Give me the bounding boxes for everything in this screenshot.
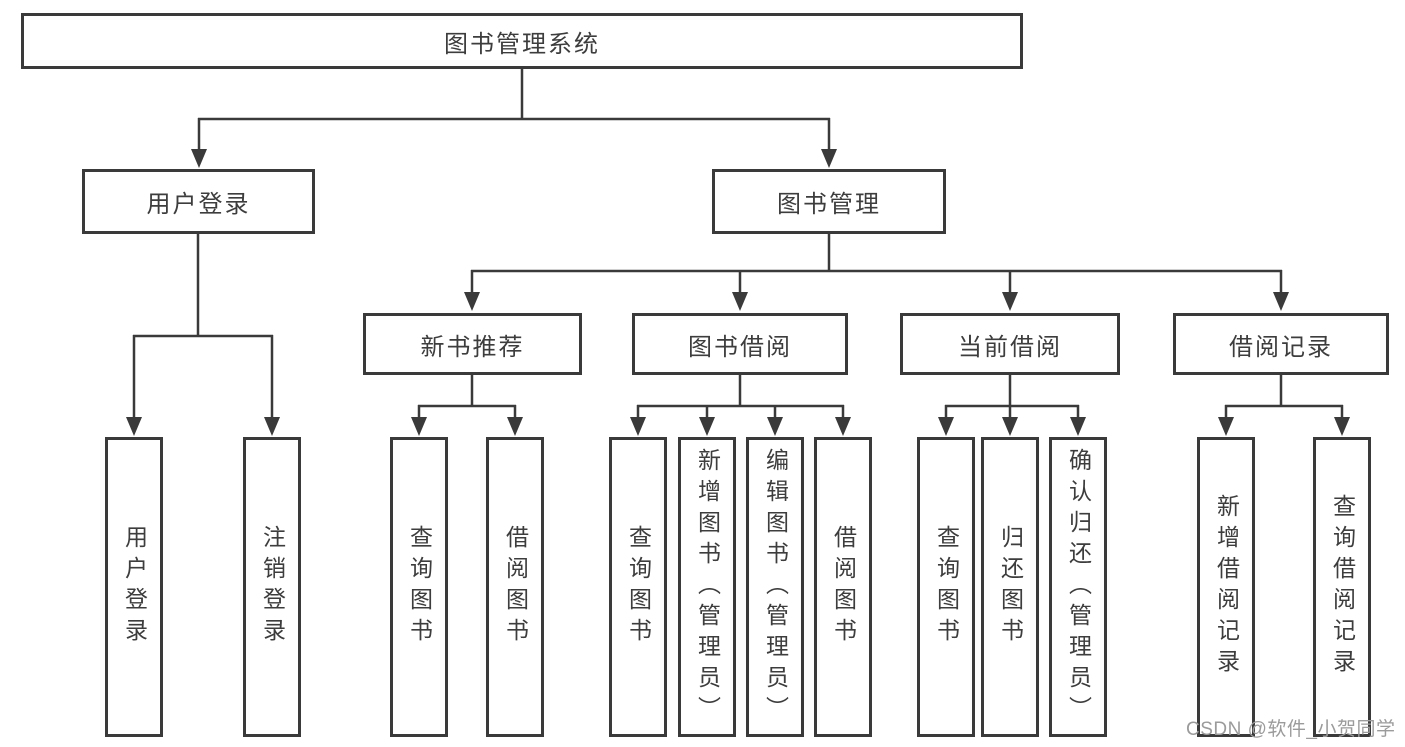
- leaf-add-books-admin: 新增图书（管理员）: [678, 437, 736, 737]
- leaf-user-login-label: 用户登录: [121, 525, 148, 649]
- node-book-management: 图书管理: [712, 169, 946, 234]
- leaf-return-books-label: 归还图书: [997, 525, 1024, 649]
- leaf-query-borrow-record-label: 查询借阅记录: [1329, 494, 1356, 680]
- leaf-edit-books-admin-label: 编辑图书（管理员）: [762, 447, 789, 727]
- leaf-borrow-books: 借阅图书: [814, 437, 872, 737]
- leaf-return-books: 归还图书: [981, 437, 1039, 737]
- leaf-logout-label: 注销登录: [259, 525, 286, 649]
- leaf-add-borrow-record: 新增借阅记录: [1197, 437, 1255, 737]
- leaf-query-books-borrowing: 查询图书: [609, 437, 667, 737]
- leaf-query-borrow-record: 查询借阅记录: [1313, 437, 1371, 737]
- leaf-borrow-books-label: 借阅图书: [830, 525, 857, 649]
- leaf-query-books-borrowing-label: 查询图书: [625, 525, 652, 649]
- node-new-book-recommend: 新书推荐: [363, 313, 582, 375]
- leaf-edit-books-admin: 编辑图书（管理员）: [746, 437, 804, 737]
- node-current-borrowing: 当前借阅: [900, 313, 1120, 375]
- leaf-query-books-current: 查询图书: [917, 437, 975, 737]
- leaf-add-books-admin-label: 新增图书（管理员）: [694, 447, 721, 727]
- node-book-borrowing: 图书借阅: [632, 313, 848, 375]
- leaf-borrow-books-recommend-label: 借阅图书: [502, 525, 529, 649]
- leaf-borrow-books-recommend: 借阅图书: [486, 437, 544, 737]
- leaf-query-books-current-label: 查询图书: [933, 525, 960, 649]
- node-user-login: 用户登录: [82, 169, 315, 234]
- node-library-management-system: 图书管理系统: [21, 13, 1023, 69]
- leaf-query-books-recommend: 查询图书: [390, 437, 448, 737]
- leaf-add-borrow-record-label: 新增借阅记录: [1213, 494, 1240, 680]
- node-borrowing-records: 借阅记录: [1173, 313, 1389, 375]
- leaf-logout: 注销登录: [243, 437, 301, 737]
- csdn-watermark: CSDN @软件_小贺同学: [1186, 719, 1396, 740]
- leaf-user-login: 用户登录: [105, 437, 163, 737]
- leaf-confirm-return-admin-label: 确认归还（管理员）: [1065, 447, 1092, 727]
- leaf-confirm-return-admin: 确认归还（管理员）: [1049, 437, 1107, 737]
- leaf-query-books-recommend-label: 查询图书: [406, 525, 433, 649]
